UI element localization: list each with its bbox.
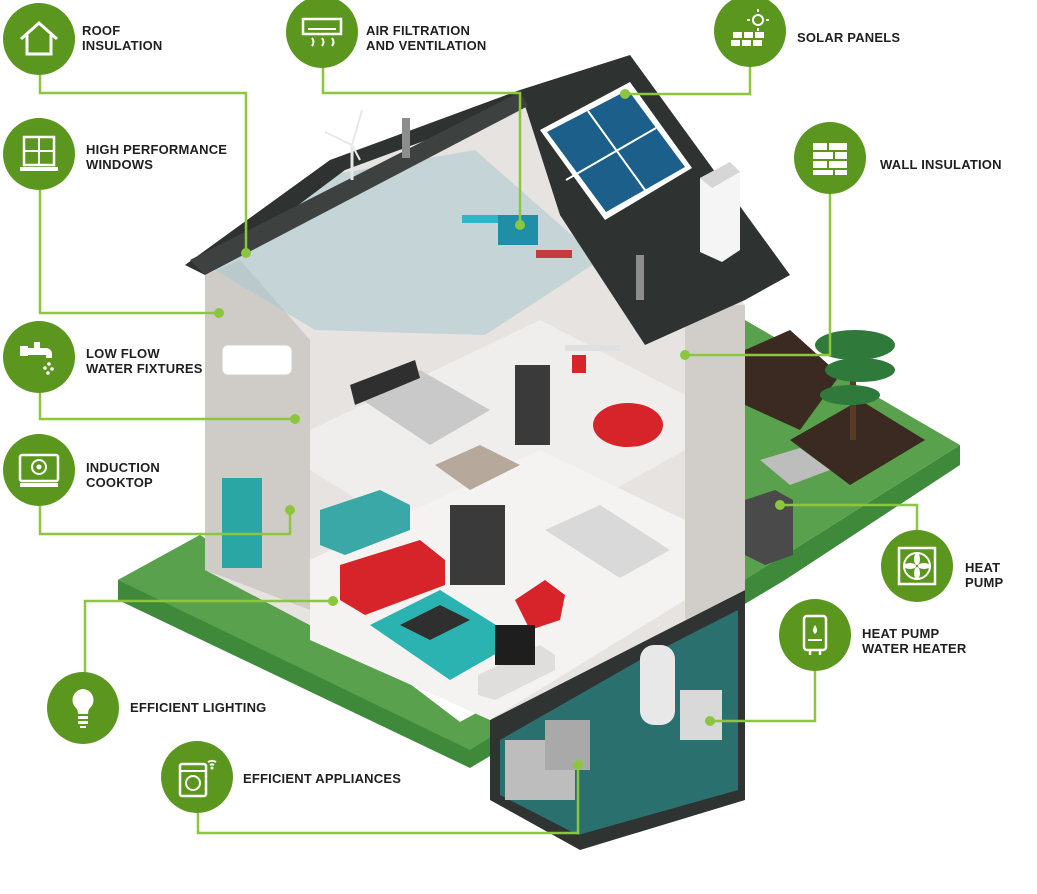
efficient-appliances-label: EFFICIENT APPLIANCES xyxy=(243,771,402,786)
washer xyxy=(545,720,590,770)
roof-insulation-label: ROOF INSULATION xyxy=(82,23,163,53)
duct xyxy=(462,215,498,223)
tree-canopy xyxy=(825,358,895,382)
roof-edge xyxy=(190,92,528,275)
chimney-top xyxy=(700,162,740,188)
bathtub xyxy=(221,344,293,376)
water-heater-icon xyxy=(802,614,828,655)
windows-badge xyxy=(3,118,75,190)
desk xyxy=(565,345,620,351)
heat-pump-water-heater-badge xyxy=(779,599,851,671)
tv xyxy=(495,625,535,665)
leader-efficient-appliances xyxy=(196,765,580,835)
bookshelf xyxy=(450,505,505,585)
wardrobe xyxy=(515,365,550,445)
chimney xyxy=(700,162,740,262)
heat-pump-unit xyxy=(745,490,793,565)
leader-windows xyxy=(38,190,219,315)
washing-machine-icon xyxy=(178,759,217,798)
cooktop-icon xyxy=(18,453,60,487)
red-armchair xyxy=(515,580,565,630)
red-sofa xyxy=(340,540,445,615)
heat-pump-water-heater-label: HEAT PUMP WATER HEATER xyxy=(862,626,967,656)
leader-heat-pump-water-heater xyxy=(710,670,817,723)
boiler xyxy=(680,690,722,740)
air-conditioner-icon xyxy=(301,17,343,47)
leader-water-fixtures xyxy=(38,393,295,421)
bedroom-rug xyxy=(435,445,520,490)
windows-label: HIGH PERFORMANCE WINDOWS xyxy=(86,142,228,172)
wind-turbine-blade xyxy=(351,144,361,161)
tv-console xyxy=(478,645,555,700)
air-filtration-badge xyxy=(286,0,358,68)
duct xyxy=(536,250,572,258)
attic-glass xyxy=(215,150,600,335)
induction-cooktop-badge xyxy=(3,434,75,506)
leader-wall-insulation xyxy=(685,192,832,357)
faucet-icon xyxy=(20,342,54,375)
leader-lines xyxy=(38,65,919,835)
brick-wall-icon xyxy=(813,143,847,175)
kitchen-counter xyxy=(320,490,410,555)
solar-panel-icon xyxy=(731,9,769,46)
wall-insulation-label: WALL INSULATION xyxy=(880,157,1002,172)
water-heater-tank xyxy=(640,645,675,725)
fridge xyxy=(222,478,262,568)
tree-canopy xyxy=(815,330,895,360)
efficient-lighting-badge xyxy=(47,672,119,744)
lawn xyxy=(118,445,960,768)
window-icon xyxy=(20,135,58,171)
fan-icon xyxy=(897,546,937,586)
wall-insulation-badge xyxy=(794,122,866,194)
water-fixtures-badge xyxy=(3,321,75,393)
garden-bed xyxy=(790,400,925,485)
induction-cooktop-label: INDUCTION COOKTOP xyxy=(86,460,161,490)
leader-heat-pump xyxy=(780,503,919,530)
air-filtration-label: AIR FILTRATION AND VENTILATION xyxy=(366,23,487,53)
tree-canopy xyxy=(820,385,880,405)
roof-insulation-badge xyxy=(3,3,75,75)
wind-turbine-blade xyxy=(351,109,363,146)
water-fixtures-label: LOW FLOW WATER FIXTURES xyxy=(86,346,203,376)
heat-pump-label: HEAT PUMP xyxy=(965,560,1004,590)
ventilation-unit xyxy=(498,215,538,245)
leader-roof-insulation xyxy=(38,75,248,253)
solar-panels-badge xyxy=(714,0,786,67)
efficient-lighting-label: EFFICIENT LIGHTING xyxy=(130,700,267,715)
red-rug xyxy=(593,403,663,447)
vent-pipe xyxy=(636,255,644,300)
rug xyxy=(370,590,520,680)
solar-panels-label: SOLAR PANELS xyxy=(797,30,901,45)
wind-turbine-blade xyxy=(324,131,353,146)
heat-pump-badge xyxy=(881,530,953,602)
garden-bench xyxy=(760,448,830,485)
leader-solar-panels xyxy=(625,65,752,96)
office-chair xyxy=(572,355,586,373)
leader-efficient-lighting xyxy=(83,599,333,672)
dining-table xyxy=(545,505,670,578)
house-icon xyxy=(20,20,58,56)
light-bulb-icon xyxy=(72,689,94,728)
coffee-table xyxy=(400,605,470,640)
bed-headboard xyxy=(350,360,420,405)
leader-induction-cooktop xyxy=(38,506,292,536)
vent-pipe xyxy=(402,118,410,158)
leader-air-filtration xyxy=(321,67,522,225)
efficient-appliances-badge xyxy=(161,741,233,813)
house-right-wall xyxy=(685,305,745,620)
